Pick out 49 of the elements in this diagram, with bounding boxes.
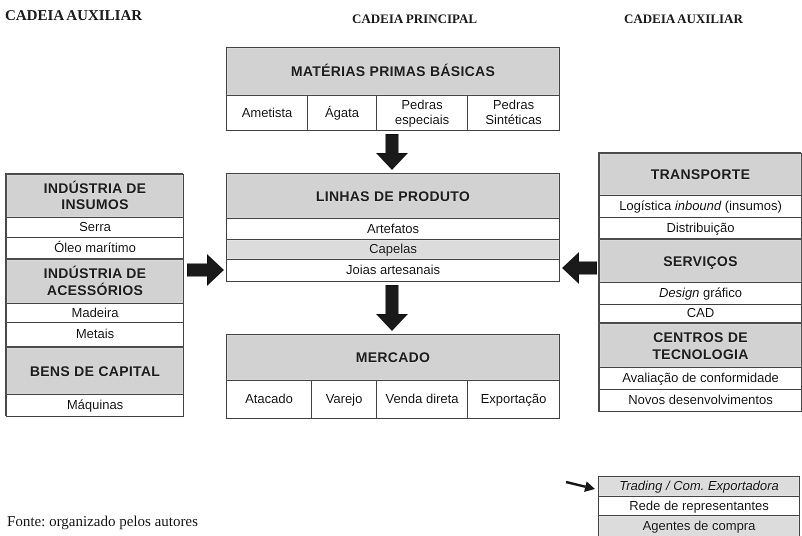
section-heading: BENS DE CAPITAL	[6, 347, 184, 395]
table-box	[599, 153, 802, 239]
block-arrow	[562, 252, 597, 284]
section-heading: MERCADO	[226, 334, 560, 381]
section-heading: INDÚSTRIA DE ACESSÓRIOS	[6, 259, 184, 304]
table-box	[226, 47, 560, 131]
column-box	[598, 152, 801, 412]
list-item: Venda direta	[377, 381, 468, 419]
list-item: Máquinas	[6, 395, 184, 417]
section-heading: MATÉRIAS PRIMAS BÁSICAS	[226, 47, 560, 96]
table-box	[6, 347, 184, 417]
section-heading: TRANSPORTE	[599, 153, 802, 196]
source-note: Fonte: organizado pelos autores	[7, 514, 198, 531]
list-item: Novos desenvolvimentos	[599, 390, 802, 412]
table-box	[226, 173, 560, 282]
list-item: Exportação	[468, 381, 560, 419]
list-item: Capelas	[226, 240, 560, 260]
list-item: Ametista	[226, 96, 308, 131]
list-item: Agentes de compra	[598, 516, 800, 536]
column-heading: CADEIA AUXILIAR	[5, 8, 142, 25]
list-item: Ágata	[308, 96, 377, 131]
list-item: Serra	[6, 218, 184, 238]
section-heading: Trading / Com. Exportadora	[598, 476, 800, 497]
column-heading: CADEIA PRINCIPAL	[352, 11, 478, 27]
section-heading: LINHAS DE PRODUTO	[226, 173, 560, 219]
section-heading: CENTROS DE TECNOLOGIA	[599, 323, 802, 368]
block-arrow	[376, 134, 408, 170]
list-item: Atacado	[226, 381, 312, 419]
block-arrow	[187, 254, 224, 286]
column-box	[5, 173, 183, 416]
section-heading: INDÚSTRIA DE INSUMOS	[6, 174, 184, 218]
block-arrow	[376, 285, 408, 331]
table-box	[226, 334, 560, 419]
list-item: Design gráfico	[599, 283, 802, 305]
list-item: Avaliação de conformidade	[599, 368, 802, 390]
list-item: Joias artesanais	[226, 260, 560, 282]
table-box	[6, 259, 184, 347]
table-box	[599, 323, 802, 412]
list-item: Madeira	[6, 304, 184, 323]
table-box	[598, 476, 800, 536]
arrow	[566, 480, 595, 492]
table-box	[6, 174, 184, 259]
list-item: Logística inbound (insumos)	[599, 196, 802, 218]
list-item: Pedras Sintéticas	[468, 96, 560, 131]
column-heading: CADEIA AUXILIAR	[624, 11, 743, 27]
list-item: Pedras especiais	[377, 96, 468, 131]
section-heading: SERVIÇOS	[599, 239, 802, 283]
list-item: Varejo	[312, 381, 377, 419]
table-box	[599, 239, 802, 323]
